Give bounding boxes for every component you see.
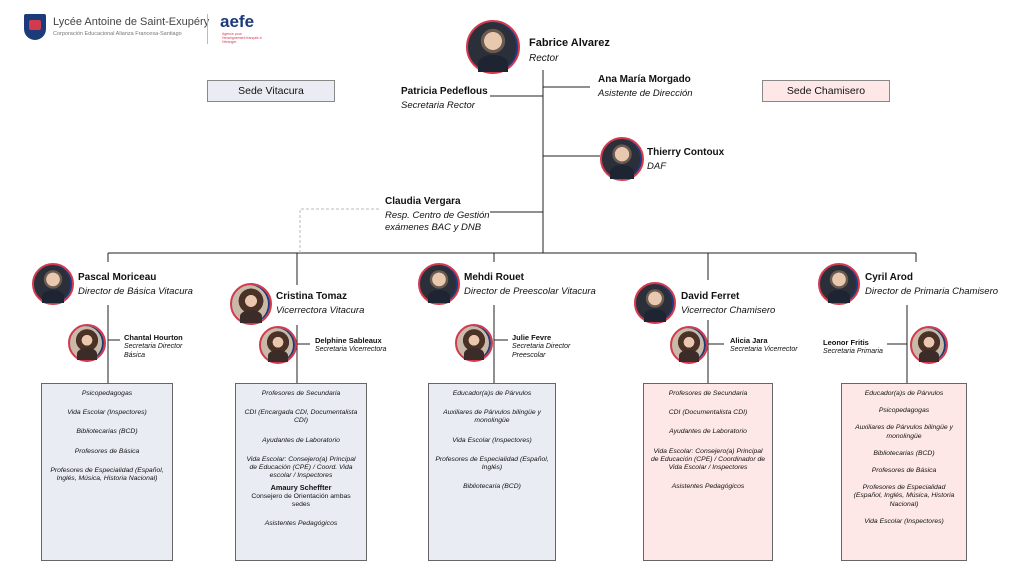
director-preescolar-photo — [418, 263, 460, 305]
daf-role: DAF — [647, 161, 666, 172]
director-primaria-name: Cyril Arod — [865, 272, 913, 283]
staff-item: Vida Escolar (Inspectores) — [452, 436, 532, 444]
staff-item: Profesores de Secundaria — [668, 390, 748, 397]
secretaria-preescolar-name: Julie Fevre — [512, 333, 552, 342]
school-name: Lycée Antoine de Saint-Exupéry — [53, 16, 210, 28]
staff-item: Asistentes Pedagógicos — [671, 483, 745, 491]
secretaria-vicerrector-photo — [670, 326, 708, 364]
secretaria-rector-name: Patricia Pedeflous — [401, 86, 488, 97]
secretaria-primaria-name: Leonor Fritis — [823, 338, 869, 347]
staff-item: Profesores de Especialidad (Español, Ing… — [435, 455, 549, 472]
secretaria-vicerrector-name: Alicia Jara — [730, 336, 768, 345]
staff-item: Vida Escolar (Inspectores) — [864, 517, 944, 525]
director-preescolar-name: Mehdi Rouet — [464, 272, 524, 283]
logo-divider — [207, 14, 208, 44]
staff-item: Educador(a)s de Párvulos — [864, 390, 944, 397]
staff-item: Auxiliares de Párvulos bilingüe y monoli… — [855, 424, 953, 440]
vicerrector-name: David Ferret — [681, 291, 740, 302]
director-basica-name: Pascal Moriceau — [78, 272, 157, 283]
rector-role: Rector — [529, 53, 559, 64]
director-basica-role: Director de Básica Vitacura — [78, 286, 193, 297]
staff-item: Vida Escolar (Inspectores) — [67, 409, 147, 417]
secretaria-basica-role: Secretaria Director Básica — [124, 343, 183, 359]
vicerrectora-photo — [230, 283, 272, 325]
staff-item: Psicopedagogas — [81, 390, 133, 397]
staff-item: CDI (Documentalista CDI) — [668, 409, 748, 417]
rector-name: Fabrice Alvarez — [529, 37, 610, 49]
staff-item: Ayudantes de Laboratorio — [262, 436, 340, 444]
staff-box-basica: Psicopedagogas Vida Escolar (Inspectores… — [41, 383, 173, 561]
staff-item: Bibliotecaria (BCD) — [463, 483, 521, 491]
aefe-logo: aefe — [220, 12, 255, 31]
staff-item: Vida Escolar: Consejero(a) Principal de … — [650, 447, 766, 472]
orientacion-name: Amaury Scheffter — [270, 483, 332, 493]
secretaria-primaria-role: Secretaria Primaria — [823, 348, 883, 355]
staff-box-primaria: Educador(a)s de Párvulos Psicopedagogas … — [841, 383, 967, 561]
secretaria-vicerrectora-name: Delphine Sableaux — [315, 336, 382, 345]
secretaria-vicerrector-role: Secretaria Vicerrector — [730, 346, 798, 353]
staff-item: CDI (Encargada CDI, Documentalista CDI) — [244, 409, 358, 425]
asistente-direccion-role: Asistente de Dirección — [598, 88, 693, 99]
gestion-examenes-name: Claudia Vergara — [385, 196, 461, 207]
aefe-subtitle: Agence pour l'enseignement français à l'… — [222, 32, 262, 44]
staff-box-vicerrectora: Profesores de Secundaria CDI (Encargada … — [235, 383, 367, 561]
sede-chamisero: Sede Chamisero — [762, 80, 890, 102]
staff-item: Profesores de Especialidad (Español, Ing… — [853, 484, 955, 508]
staff-item: Bibliotecarias (BCD) — [873, 449, 935, 457]
sede-vitacura: Sede Vitacura — [207, 80, 335, 102]
staff-item: Psicopedagogas — [878, 407, 930, 415]
secretaria-preescolar-role: Secretaria Director Preescolar — [512, 343, 571, 359]
asistente-direccion-name: Ana María Morgado — [598, 74, 691, 85]
daf-name: Thierry Contoux — [647, 147, 725, 158]
staff-item: Auxiliares de Párvulos bilingüe y monoli… — [443, 409, 541, 425]
director-primaria-photo — [818, 263, 860, 305]
director-basica-photo — [32, 263, 74, 305]
secretaria-rector-role: Secretaria Rector — [401, 100, 475, 111]
vicerrector-role: Vicerrector Chamisero — [681, 305, 776, 316]
staff-item: Vida Escolar: Consejero(a) Principal de … — [246, 455, 356, 480]
secretaria-basica-photo — [68, 324, 106, 362]
staff-item: Bibliotecarias (BCD) — [76, 428, 138, 436]
school-logo-shield — [24, 14, 46, 40]
staff-item: Profesores de Secundaria — [261, 390, 341, 397]
staff-box-chamisero-secundaria: Profesores de Secundaria CDI (Documental… — [643, 383, 773, 561]
school-subtitle: Corporación Educacional Alianza Francesa… — [53, 31, 182, 37]
director-preescolar-role: Director de Preescolar Vitacura — [464, 286, 596, 297]
director-primaria-role: Director de Primaria Chamisero — [865, 286, 999, 297]
vicerrectora-role: Vicerrectora Vitacura — [276, 305, 365, 316]
orientacion-role: Consejero de Orientación ambas sedes — [251, 492, 351, 508]
staff-item: Ayudantes de Laboratorio — [669, 428, 747, 436]
staff-item: Asistentes Pedagógicos — [264, 520, 338, 528]
secretaria-primaria-photo — [910, 326, 948, 364]
secretaria-preescolar-photo — [455, 324, 493, 362]
rector-photo — [466, 20, 520, 74]
daf-photo — [600, 137, 644, 181]
secretaria-vicerrectora-role: Secretaria Vicerrectora — [315, 346, 387, 353]
secretaria-basica-name: Chantal Hourton — [124, 333, 183, 342]
secretaria-vicerrectora-photo — [259, 326, 297, 364]
vicerrector-photo — [634, 282, 676, 324]
staff-item: Profesores de Básica — [871, 467, 937, 475]
staff-item: Profesores de Especialidad (Español, Ing… — [50, 466, 164, 483]
staff-box-preescolar: Educador(a)s de Párvulos Auxiliares de P… — [428, 383, 556, 561]
staff-item: Educador(a)s de Párvulos — [452, 390, 532, 397]
gestion-examenes-role: Resp. Centro de Gestión exámenes BAC y D… — [385, 210, 490, 233]
vicerrectora-name: Cristina Tomaz — [276, 291, 347, 302]
staff-item: Profesores de Básica — [74, 447, 140, 455]
